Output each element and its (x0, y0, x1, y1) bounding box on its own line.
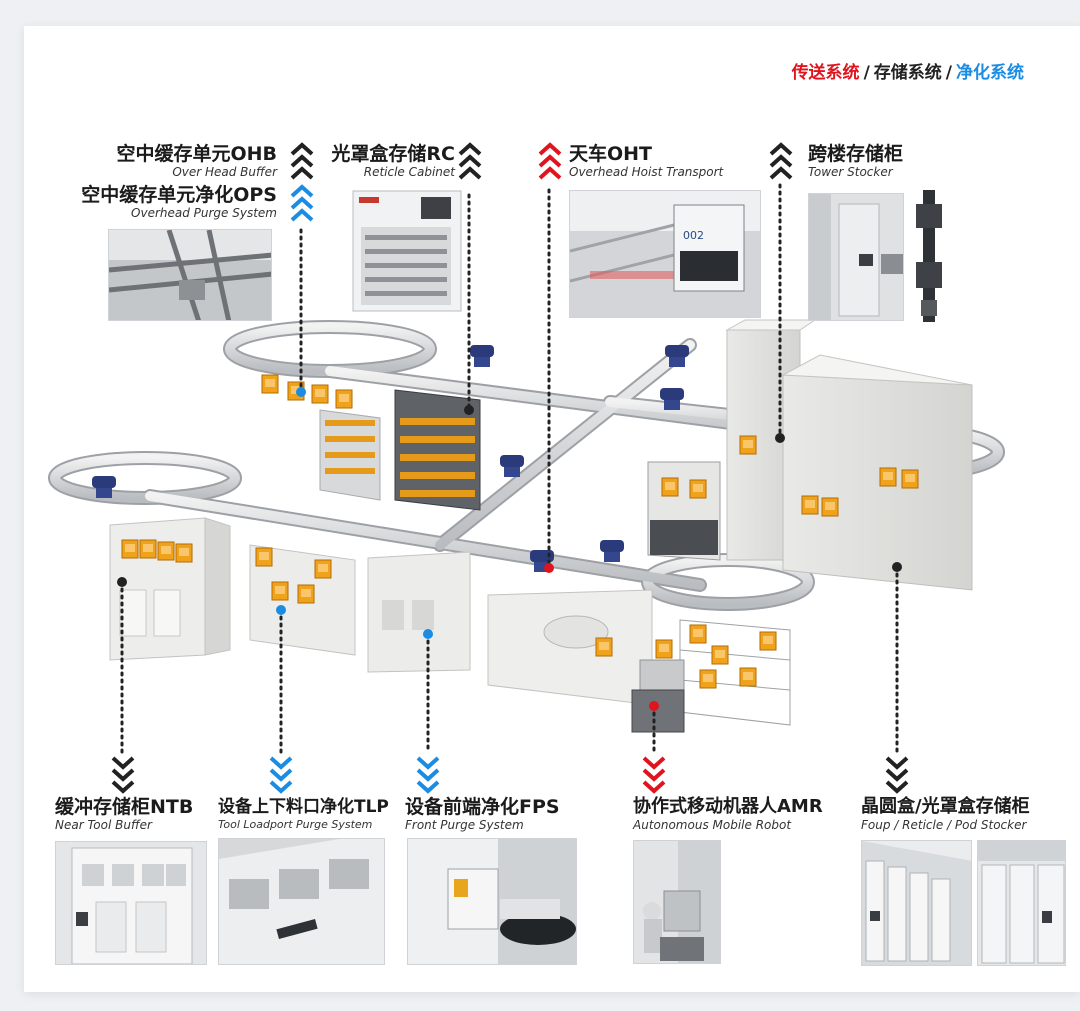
label-ops: 空中缓存单元净化OPS Overhead Purge System (81, 184, 277, 220)
system-legend: 传送系统/存储系统/净化系统 (792, 58, 1024, 83)
label-tower-subtitle: Tower Stocker (808, 165, 893, 179)
label-fps-title: 设备前端净化FPS (405, 796, 560, 818)
label-ops-subtitle: Overhead Purge System (131, 206, 277, 220)
label-fps-subtitle: Front Purge System (405, 818, 524, 832)
label-oht-title: 天车OHT (569, 143, 653, 165)
chevron-up-icon (769, 142, 793, 180)
pod-stocker-photo-2 (977, 840, 1066, 966)
label-ohb: 空中缓存单元OHB Over Head Buffer (116, 143, 277, 179)
label-ohb-title: 空中缓存单元OHB (116, 143, 277, 165)
legend-separator: / (945, 63, 952, 83)
label-pod-subtitle: Foup / Reticle / Pod Stocker (861, 818, 1027, 832)
label-pod-title: 晶圆盒/光罩盒存储柜 (861, 796, 1030, 817)
amr-robot (631, 659, 685, 733)
label-rc-subtitle: Reticle Cabinet (363, 165, 455, 179)
chevron-up-icon (458, 142, 482, 180)
label-ntb: 缓冲存储柜NTB Near Tool Buffer (55, 796, 193, 832)
ohb-buffer (261, 374, 353, 409)
chevron-down-icon (885, 756, 909, 794)
label-amr-subtitle: Autonomous Mobile Robot (633, 818, 792, 832)
tower-lift-render (912, 190, 946, 322)
label-fps: 设备前端净化FPS Front Purge System (405, 796, 560, 832)
amr-photo (633, 840, 721, 964)
label-ohb-subtitle: Over Head Buffer (172, 165, 277, 179)
chevron-down-icon (642, 756, 666, 794)
tower-stocker-building (725, 319, 973, 591)
label-tower: 跨楼存储柜 Tower Stocker (808, 143, 903, 179)
oht-vehicle-number: 002 (683, 229, 704, 242)
oht-photo: 002 (569, 190, 761, 318)
pod-stocker-photo-1 (861, 840, 972, 966)
legend-separator: / (863, 63, 870, 83)
label-rc: 光罩盒存储RC Reticle Cabinet (331, 143, 455, 179)
fps-tool (367, 551, 471, 673)
glovebox-unit (647, 461, 721, 561)
chevron-down-icon (111, 756, 135, 794)
chevron-down-icon (269, 756, 293, 794)
label-tlp-subtitle: Tool Loadport Purge System (218, 818, 373, 831)
tower-stocker-photo (808, 193, 904, 321)
label-tlp: 设备上下料口净化TLP Tool Loadport Purge System (218, 796, 389, 832)
fps-photo (407, 838, 577, 965)
process-tool (487, 589, 653, 706)
chevron-up-icon (538, 142, 562, 180)
tlp-photo (218, 838, 385, 965)
leader-dots (117, 387, 902, 711)
reticle-cabinet-racks (319, 389, 481, 511)
label-oht-subtitle: Overhead Hoist Transport (569, 165, 724, 179)
label-tower-title: 跨楼存储柜 (808, 143, 904, 165)
ntb-photo (55, 841, 207, 965)
label-ntb-title: 缓冲存储柜NTB (55, 796, 194, 818)
label-amr-title: 协作式移动机器人AMR (633, 796, 823, 817)
ntb-cabinet (109, 517, 231, 661)
chevron-down-icon (416, 756, 440, 794)
ohb-photo (108, 229, 272, 321)
label-rc-title: 光罩盒存储RC (331, 143, 455, 165)
label-ntb-subtitle: Near Tool Buffer (55, 818, 152, 832)
reticle-cabinet-photo (351, 189, 463, 313)
chevron-up-icon (290, 142, 314, 180)
label-ops-title: 空中缓存单元净化OPS (81, 184, 277, 206)
legend-purge: 净化系统 (956, 63, 1024, 83)
label-amr: 协作式移动机器人AMR Autonomous Mobile Robot (633, 796, 823, 832)
leader-lines (120, 183, 899, 754)
label-tlp-title: 设备上下料口净化TLP (218, 797, 389, 817)
label-oht: 天车OHT Overhead Hoist Transport (569, 143, 723, 179)
label-pod: 晶圆盒/光罩盒存储柜 Foup / Reticle / Pod Stocker (861, 796, 1030, 832)
chevron-up-icon (290, 184, 314, 222)
tlp-tool (249, 544, 356, 656)
legend-transport: 传送系统 (791, 63, 860, 83)
legend-storage: 存储系统 (873, 63, 942, 83)
